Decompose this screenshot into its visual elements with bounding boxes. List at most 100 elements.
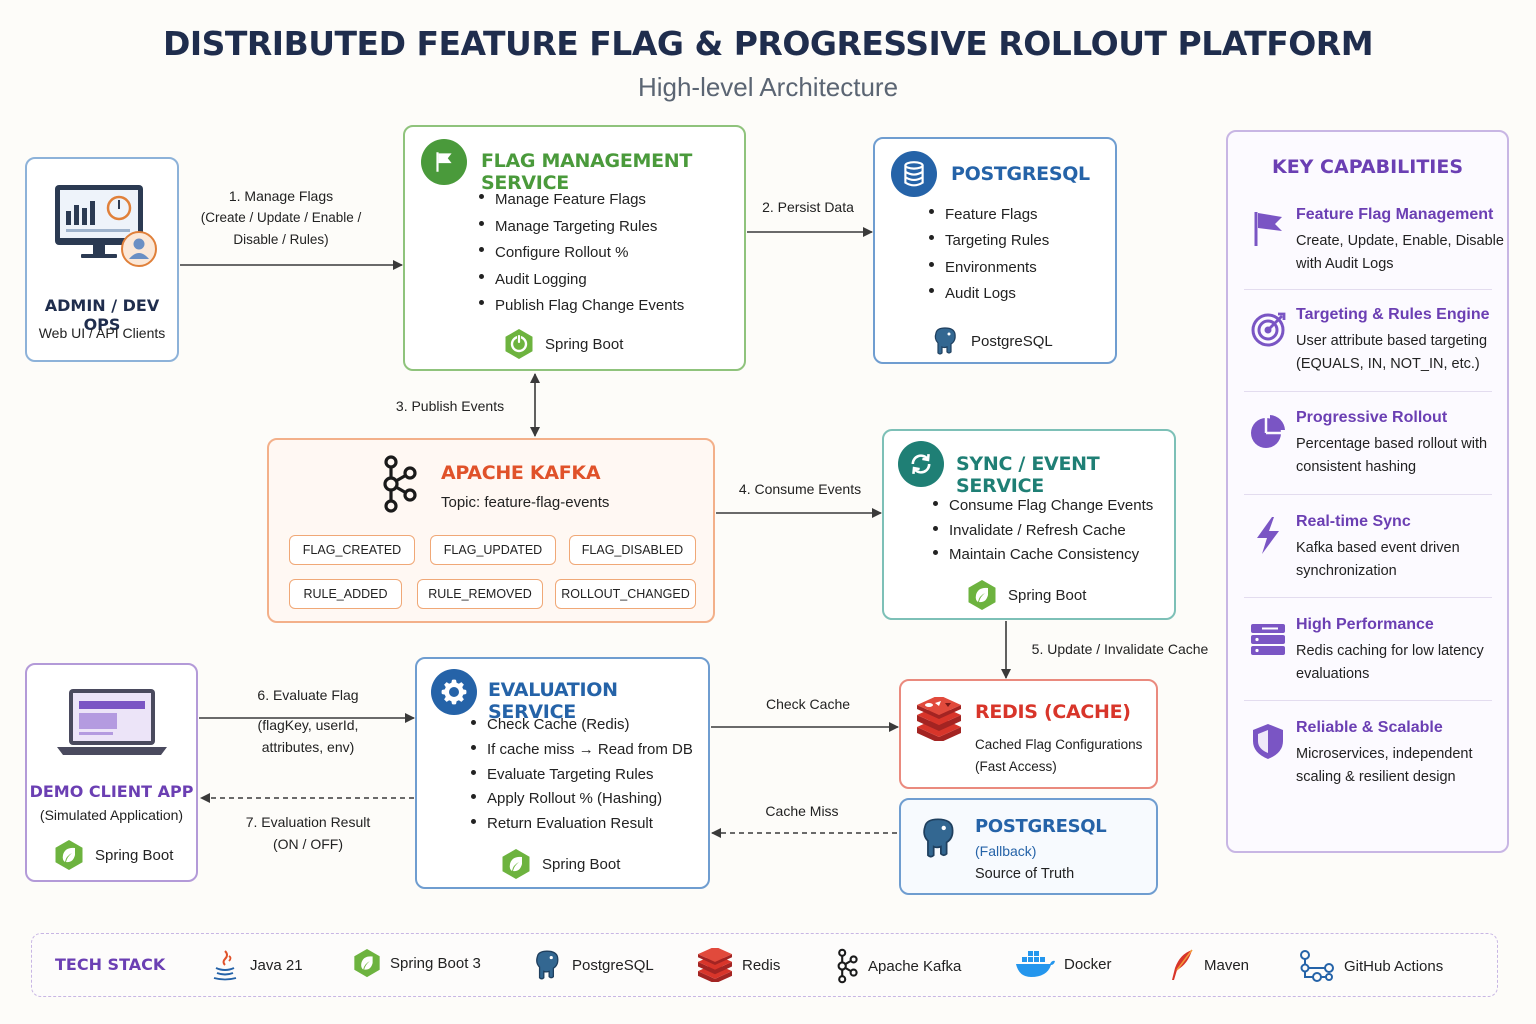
pg-fallback-line1: (Fallback): [975, 843, 1037, 859]
github-actions-icon: [1300, 950, 1334, 982]
postgresql-elephant-icon: [923, 818, 954, 858]
tech-postgresql: PostgreSQL: [530, 948, 654, 982]
spring-boot-icon: [502, 849, 530, 879]
list-item: Invalidate / Refresh Cache: [933, 519, 1153, 544]
edge-label-evaluation-result: 7. Evaluation Result (ON / OFF): [245, 814, 371, 852]
eval-footer: Spring Boot: [500, 848, 620, 880]
target-icon: [1251, 312, 1286, 347]
eval-title: EVALUATION SERVICE: [488, 679, 618, 723]
pie-chart-icon: [1251, 415, 1285, 448]
admin-devops-node: ADMIN / DEV OPS Web UI / API Clients: [25, 157, 179, 362]
sync-footer: Spring Boot: [966, 579, 1086, 611]
list-item: Environments: [929, 255, 1049, 281]
redis-line2: (Fast Access): [975, 759, 1057, 774]
redis-icon: [917, 697, 961, 741]
redis-icon: [698, 948, 732, 982]
tech-stack-bar: [31, 933, 1498, 997]
event-tag-rule-added: RULE_ADDED: [289, 579, 402, 609]
tech-stack-label: TECH STACK: [55, 955, 166, 974]
list-item: Manage Feature Flags: [479, 187, 684, 214]
flag-icon: [421, 139, 467, 185]
client-subtitle: (Simulated Application): [39, 807, 184, 823]
maven-feather-icon: [1172, 949, 1193, 980]
spring-boot-icon: [968, 580, 996, 610]
spring-boot-icon: [354, 948, 380, 978]
postgresql-list: Feature Flags Targeting Rules Environmen…: [929, 202, 1049, 307]
evaluation-service-node: EVALUATION SERVICE Check Cache (Redis) I…: [415, 657, 710, 889]
gear-icon: [431, 669, 477, 715]
kafka-icon: [837, 948, 858, 984]
apache-kafka-node: APACHE KAFKA Topic: feature-flag-events …: [267, 438, 715, 623]
sync-title: SYNC / EVENT SERVICE: [956, 453, 1100, 497]
lightning-icon: [1257, 517, 1279, 554]
redis-line1: Cached Flag Configurations: [975, 737, 1143, 752]
shield-icon: [1253, 724, 1283, 759]
kafka-icon: [383, 455, 417, 513]
flag-mgmt-title: FLAG MANAGEMENT SERVICE: [481, 150, 693, 194]
postgresql-elephant-icon: [536, 950, 559, 980]
event-tag-flag-created: FLAG_CREATED: [289, 535, 415, 565]
flag-mgmt-list: Manage Feature Flags Manage Targeting Ru…: [479, 187, 684, 320]
eval-list: Check Cache (Redis) If cache miss → Read…: [471, 713, 693, 837]
sync-list: Consume Flag Change Events Invalidate / …: [933, 494, 1153, 568]
list-item: If cache miss → Read from DB: [471, 738, 693, 763]
database-icon: [891, 151, 937, 197]
postgresql-elephant-icon: [934, 327, 956, 355]
redis-cache-node: REDIS (CACHE) Cached Flag Configurations…: [899, 679, 1158, 789]
docker-icon: [1016, 951, 1055, 977]
server-icon: [1251, 624, 1285, 655]
spring-boot-icon: [505, 329, 533, 359]
demo-client-app-node: DEMO CLIENT APP (Simulated Application) …: [25, 663, 198, 882]
admin-title: ADMIN / DEV OPS: [44, 296, 160, 334]
tech-github-actions: GitHub Actions: [1298, 948, 1443, 984]
kafka-topic: Topic: feature-flag-events: [441, 494, 610, 511]
list-item: Publish Flag Change Events: [479, 293, 684, 320]
postgresql-fallback-node: POSTGRESQL (Fallback) Source of Truth: [899, 798, 1158, 895]
sync-event-service-node: SYNC / EVENT SERVICE Consume Flag Change…: [882, 429, 1176, 620]
tech-kafka: Apache Kafka: [834, 948, 961, 984]
monitor-dashboard-icon: [55, 185, 157, 267]
laptop-icon: [57, 689, 167, 755]
list-item: Manage Targeting Rules: [479, 214, 684, 241]
capability-item: High Performance Redis caching for low l…: [1244, 616, 1506, 688]
capability-divider: [1244, 597, 1492, 598]
capability-item: Progressive Rollout Percentage based rol…: [1244, 409, 1506, 481]
flag-management-service-node: FLAG MANAGEMENT SERVICE Manage Feature F…: [403, 125, 746, 371]
edge-label-manage-flags: 1. Manage Flags (Create / Update / Enabl…: [200, 188, 362, 247]
list-item: Audit Logs: [929, 281, 1049, 307]
page-subtitle: High-level Architecture: [637, 72, 899, 102]
edge-label-update-cache: 5. Update / Invalidate Cache: [1031, 641, 1209, 657]
capability-divider: [1244, 391, 1492, 392]
list-item: Feature Flags: [929, 202, 1049, 228]
capability-item: Feature Flag Management Create, Update, …: [1244, 206, 1506, 278]
client-title: DEMO CLIENT APP: [29, 782, 194, 801]
pg-fallback-title: POSTGRESQL: [975, 816, 1107, 837]
event-tag-rollout-changed: ROLLOUT_CHANGED: [555, 579, 696, 609]
list-item: Check Cache (Redis): [471, 713, 693, 738]
postgresql-footer: PostgreSQL: [929, 325, 1053, 357]
postgresql-title: POSTGRESQL: [951, 163, 1090, 185]
spring-boot-icon: [55, 840, 83, 870]
list-item: Maintain Cache Consistency: [933, 543, 1153, 568]
edge-label-consume-events: 4. Consume Events: [738, 481, 862, 497]
tech-redis: Redis: [696, 948, 780, 982]
redis-title: REDIS (CACHE): [975, 701, 1131, 723]
capability-divider: [1244, 289, 1492, 290]
tech-docker: Docker: [1014, 948, 1112, 980]
tech-java: Java 21: [208, 948, 303, 982]
flag-icon: [1254, 212, 1282, 246]
client-footer: Spring Boot: [53, 839, 173, 871]
list-item: Consume Flag Change Events: [933, 494, 1153, 519]
list-item: Evaluate Targeting Rules: [471, 763, 693, 788]
capabilities-title: KEY CAPABILITIES: [1271, 156, 1464, 178]
capability-item: Targeting & Rules Engine User attribute …: [1244, 306, 1506, 378]
list-item: Return Evaluation Result: [471, 812, 693, 837]
list-item: Audit Logging: [479, 267, 684, 294]
tech-spring-boot: Spring Boot 3: [352, 948, 481, 978]
kafka-title: APACHE KAFKA: [441, 462, 601, 484]
edge-label-publish-events: 3. Publish Events: [395, 398, 505, 414]
admin-subtitle: Web UI / API Clients: [38, 325, 166, 341]
capability-item: Real-time Sync Kafka based event driven …: [1244, 513, 1506, 585]
edge-label-evaluate-flag: 6. Evaluate Flag (flagKey, userId, attri…: [257, 687, 359, 755]
capability-divider: [1244, 494, 1492, 495]
